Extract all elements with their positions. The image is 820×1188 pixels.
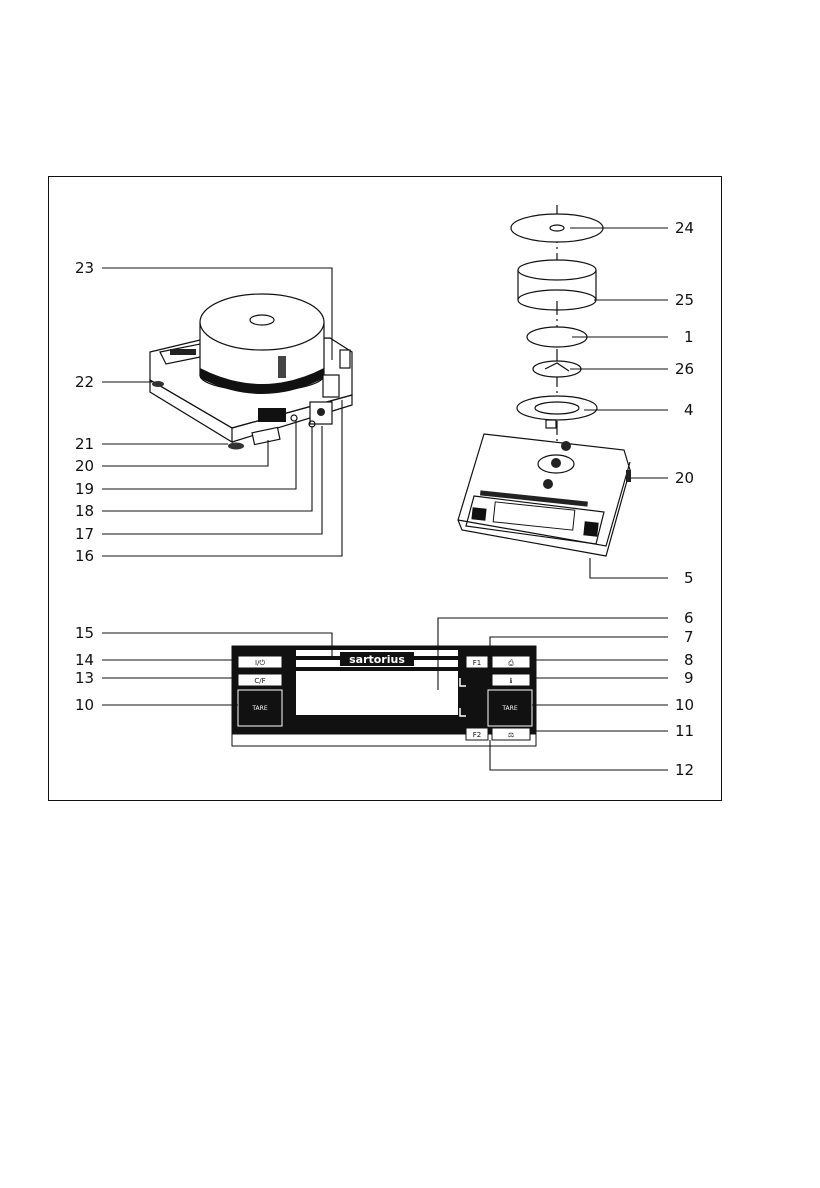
callout-21: 21: [75, 435, 94, 453]
callout-22: 22: [75, 373, 94, 391]
tare-key-right: TARE: [501, 705, 517, 712]
tare-key-left: TARE: [251, 705, 267, 712]
clear-key: C/F: [254, 677, 265, 685]
callout-12: 12: [675, 761, 694, 779]
callout-9: 9: [684, 669, 694, 687]
brand-logo: sartorius: [349, 653, 405, 666]
print-key: ⎙: [508, 659, 514, 667]
callout-10-right: 10: [675, 696, 694, 714]
callout-25: 25: [675, 291, 694, 309]
callout-13: 13: [75, 669, 94, 687]
callout-10-left: 10: [75, 696, 94, 714]
callout-19: 19: [75, 480, 94, 498]
f2-key: F2: [473, 731, 481, 739]
right-callout-labels: 24 25 1 26 4 20 5: [675, 219, 694, 587]
callout-11: 11: [675, 722, 694, 740]
exploded-balance-illustration: [458, 205, 631, 556]
callout-4: 4: [684, 401, 694, 419]
callout-20-right: 20: [675, 469, 694, 487]
callout-6: 6: [684, 609, 694, 627]
callout-7: 7: [684, 628, 694, 646]
callout-26: 26: [675, 360, 694, 378]
callout-23: 23: [75, 259, 94, 277]
callout-14: 14: [75, 651, 94, 669]
callout-24: 24: [675, 219, 694, 237]
callout-18: 18: [75, 502, 94, 520]
left-callout-labels: 23 22 21 20 19 18 17 16: [75, 259, 94, 565]
callout-1: 1: [684, 328, 694, 346]
f1-key: F1: [473, 659, 481, 667]
info-key: ℹ: [510, 677, 513, 685]
callout-15: 15: [75, 624, 94, 642]
power-key: I/⏻: [255, 659, 265, 667]
control-panel: sartorius I/⏻ C/F TARE F1 ⎙ ℹ TARE F2 ⚖: [232, 646, 536, 746]
callout-20: 20: [75, 457, 94, 475]
callout-16: 16: [75, 547, 94, 565]
callout-5: 5: [684, 569, 694, 587]
cal-key: ⚖: [508, 731, 514, 739]
callout-8: 8: [684, 651, 694, 669]
callout-17: 17: [75, 525, 94, 543]
